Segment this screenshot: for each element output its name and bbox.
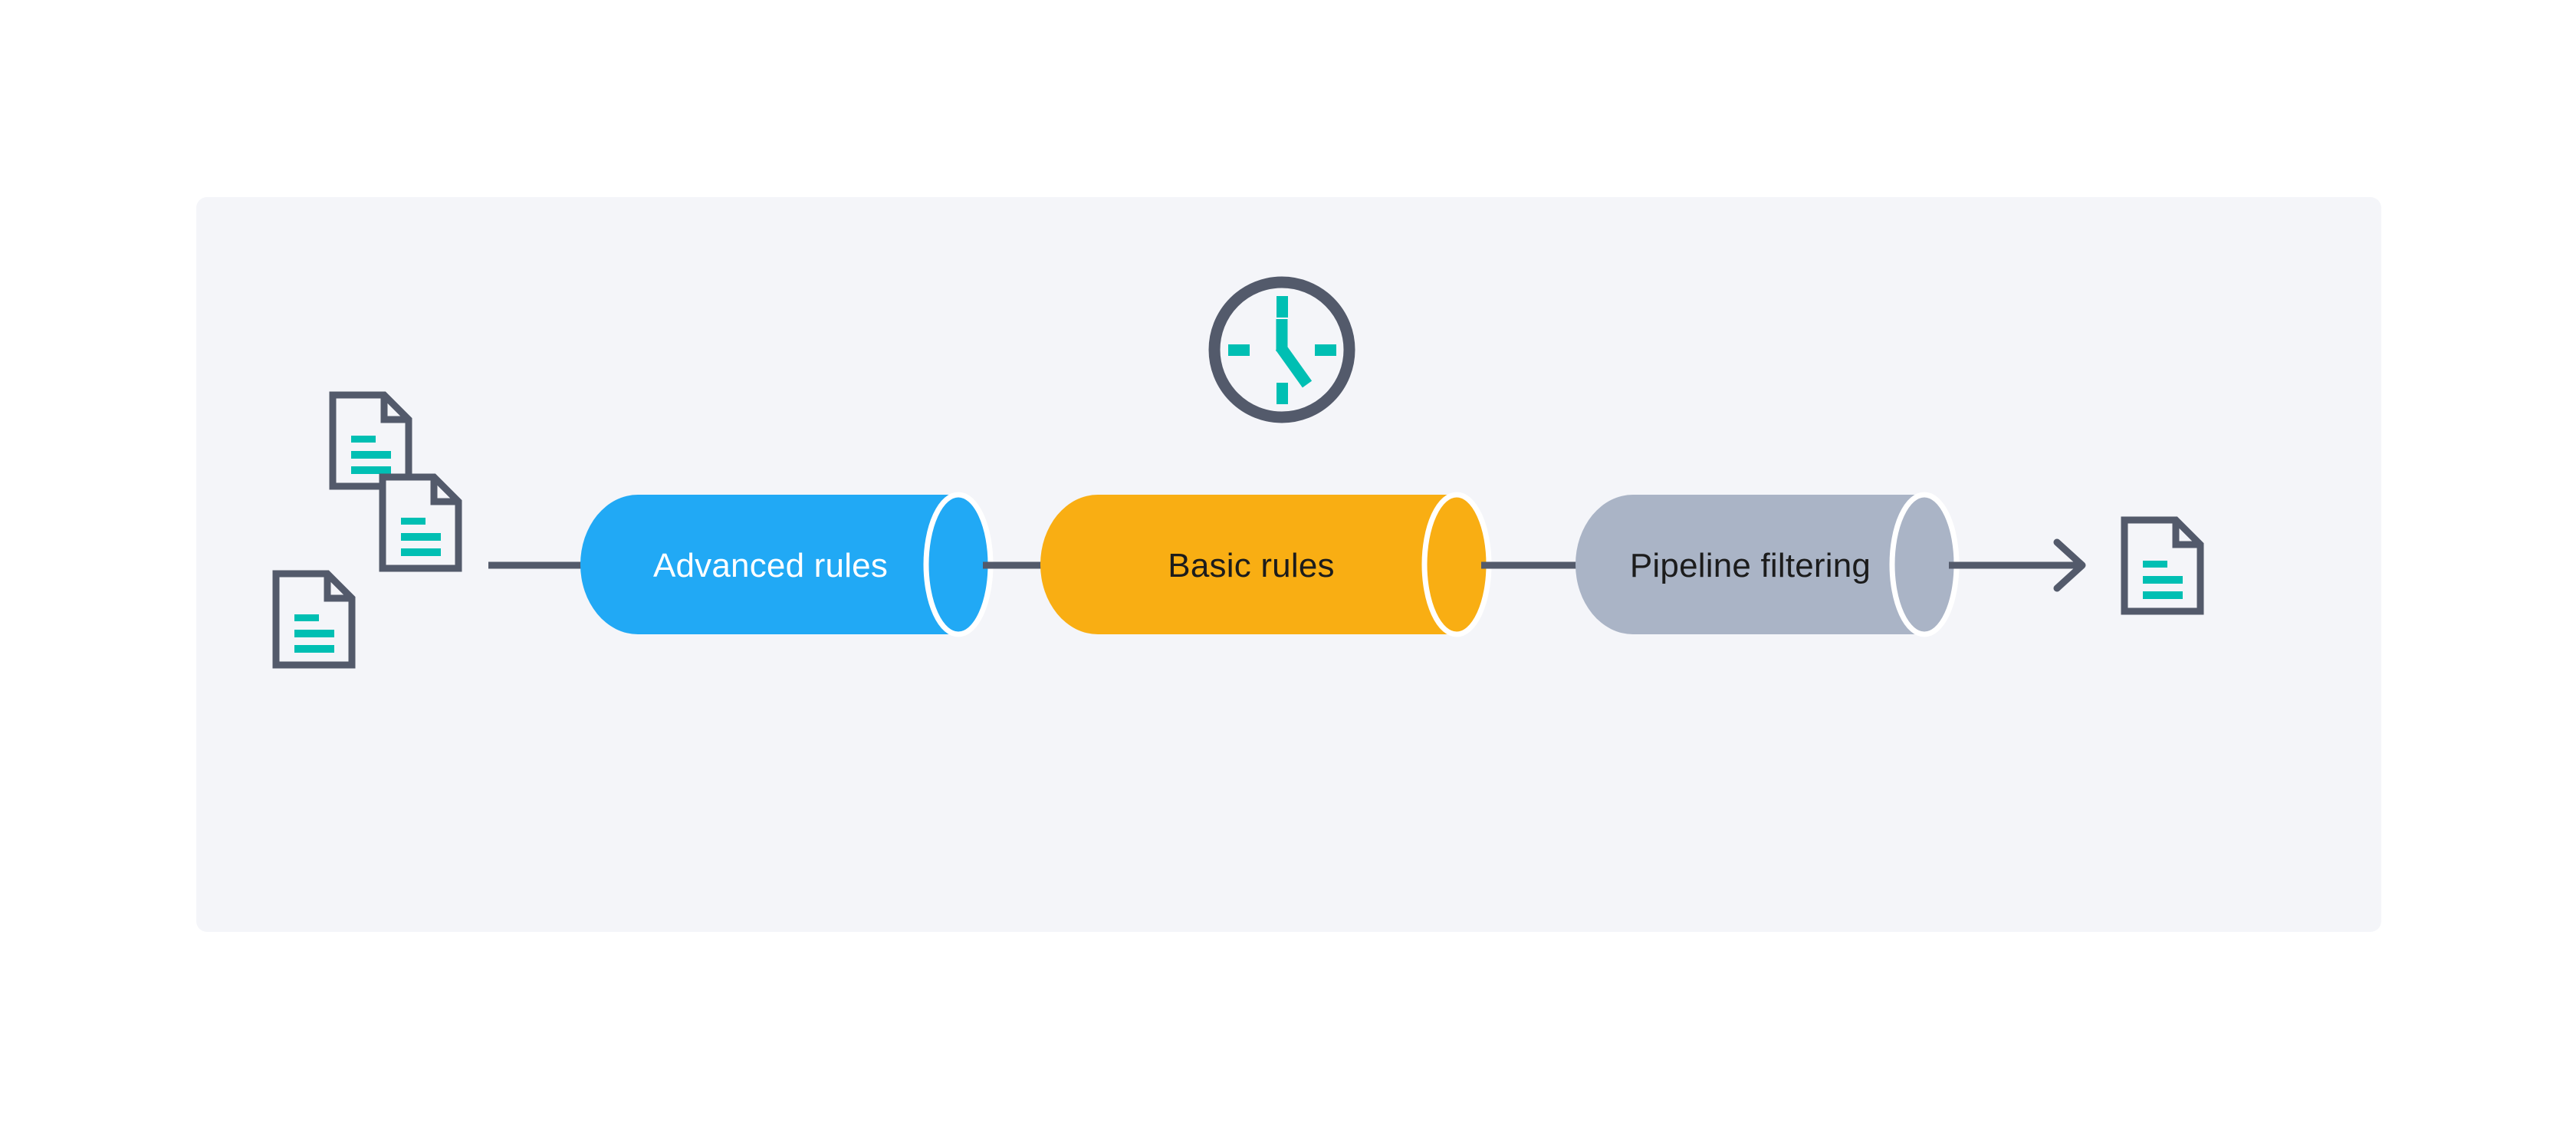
arrow-head bbox=[2053, 538, 2086, 592]
clock-tick-6 bbox=[1276, 383, 1288, 404]
clock-icon bbox=[1208, 276, 1355, 423]
stage-basic-rules[interactable] bbox=[1040, 492, 1492, 637]
stage-label-pipeline-filtering: Pipeline filtering bbox=[1629, 547, 1871, 584]
stage-label-advanced-rules: Advanced rules bbox=[652, 547, 889, 584]
clock-tick-12 bbox=[1276, 296, 1288, 318]
clock-tick-9 bbox=[1228, 344, 1250, 356]
connector-pipeline-to-output bbox=[1949, 538, 2086, 592]
stage-advanced-rules[interactable] bbox=[580, 492, 994, 637]
input-document-1 bbox=[333, 395, 409, 486]
stage-pipeline-filtering[interactable] bbox=[1576, 492, 1960, 637]
clock-hour-hand bbox=[1275, 343, 1313, 388]
input-document-3 bbox=[276, 574, 352, 665]
stage-label-basic-rules: Basic rules bbox=[1168, 547, 1335, 584]
input-document-2 bbox=[383, 477, 458, 568]
output-document bbox=[2124, 520, 2200, 611]
clock-tick-3 bbox=[1315, 344, 1336, 356]
